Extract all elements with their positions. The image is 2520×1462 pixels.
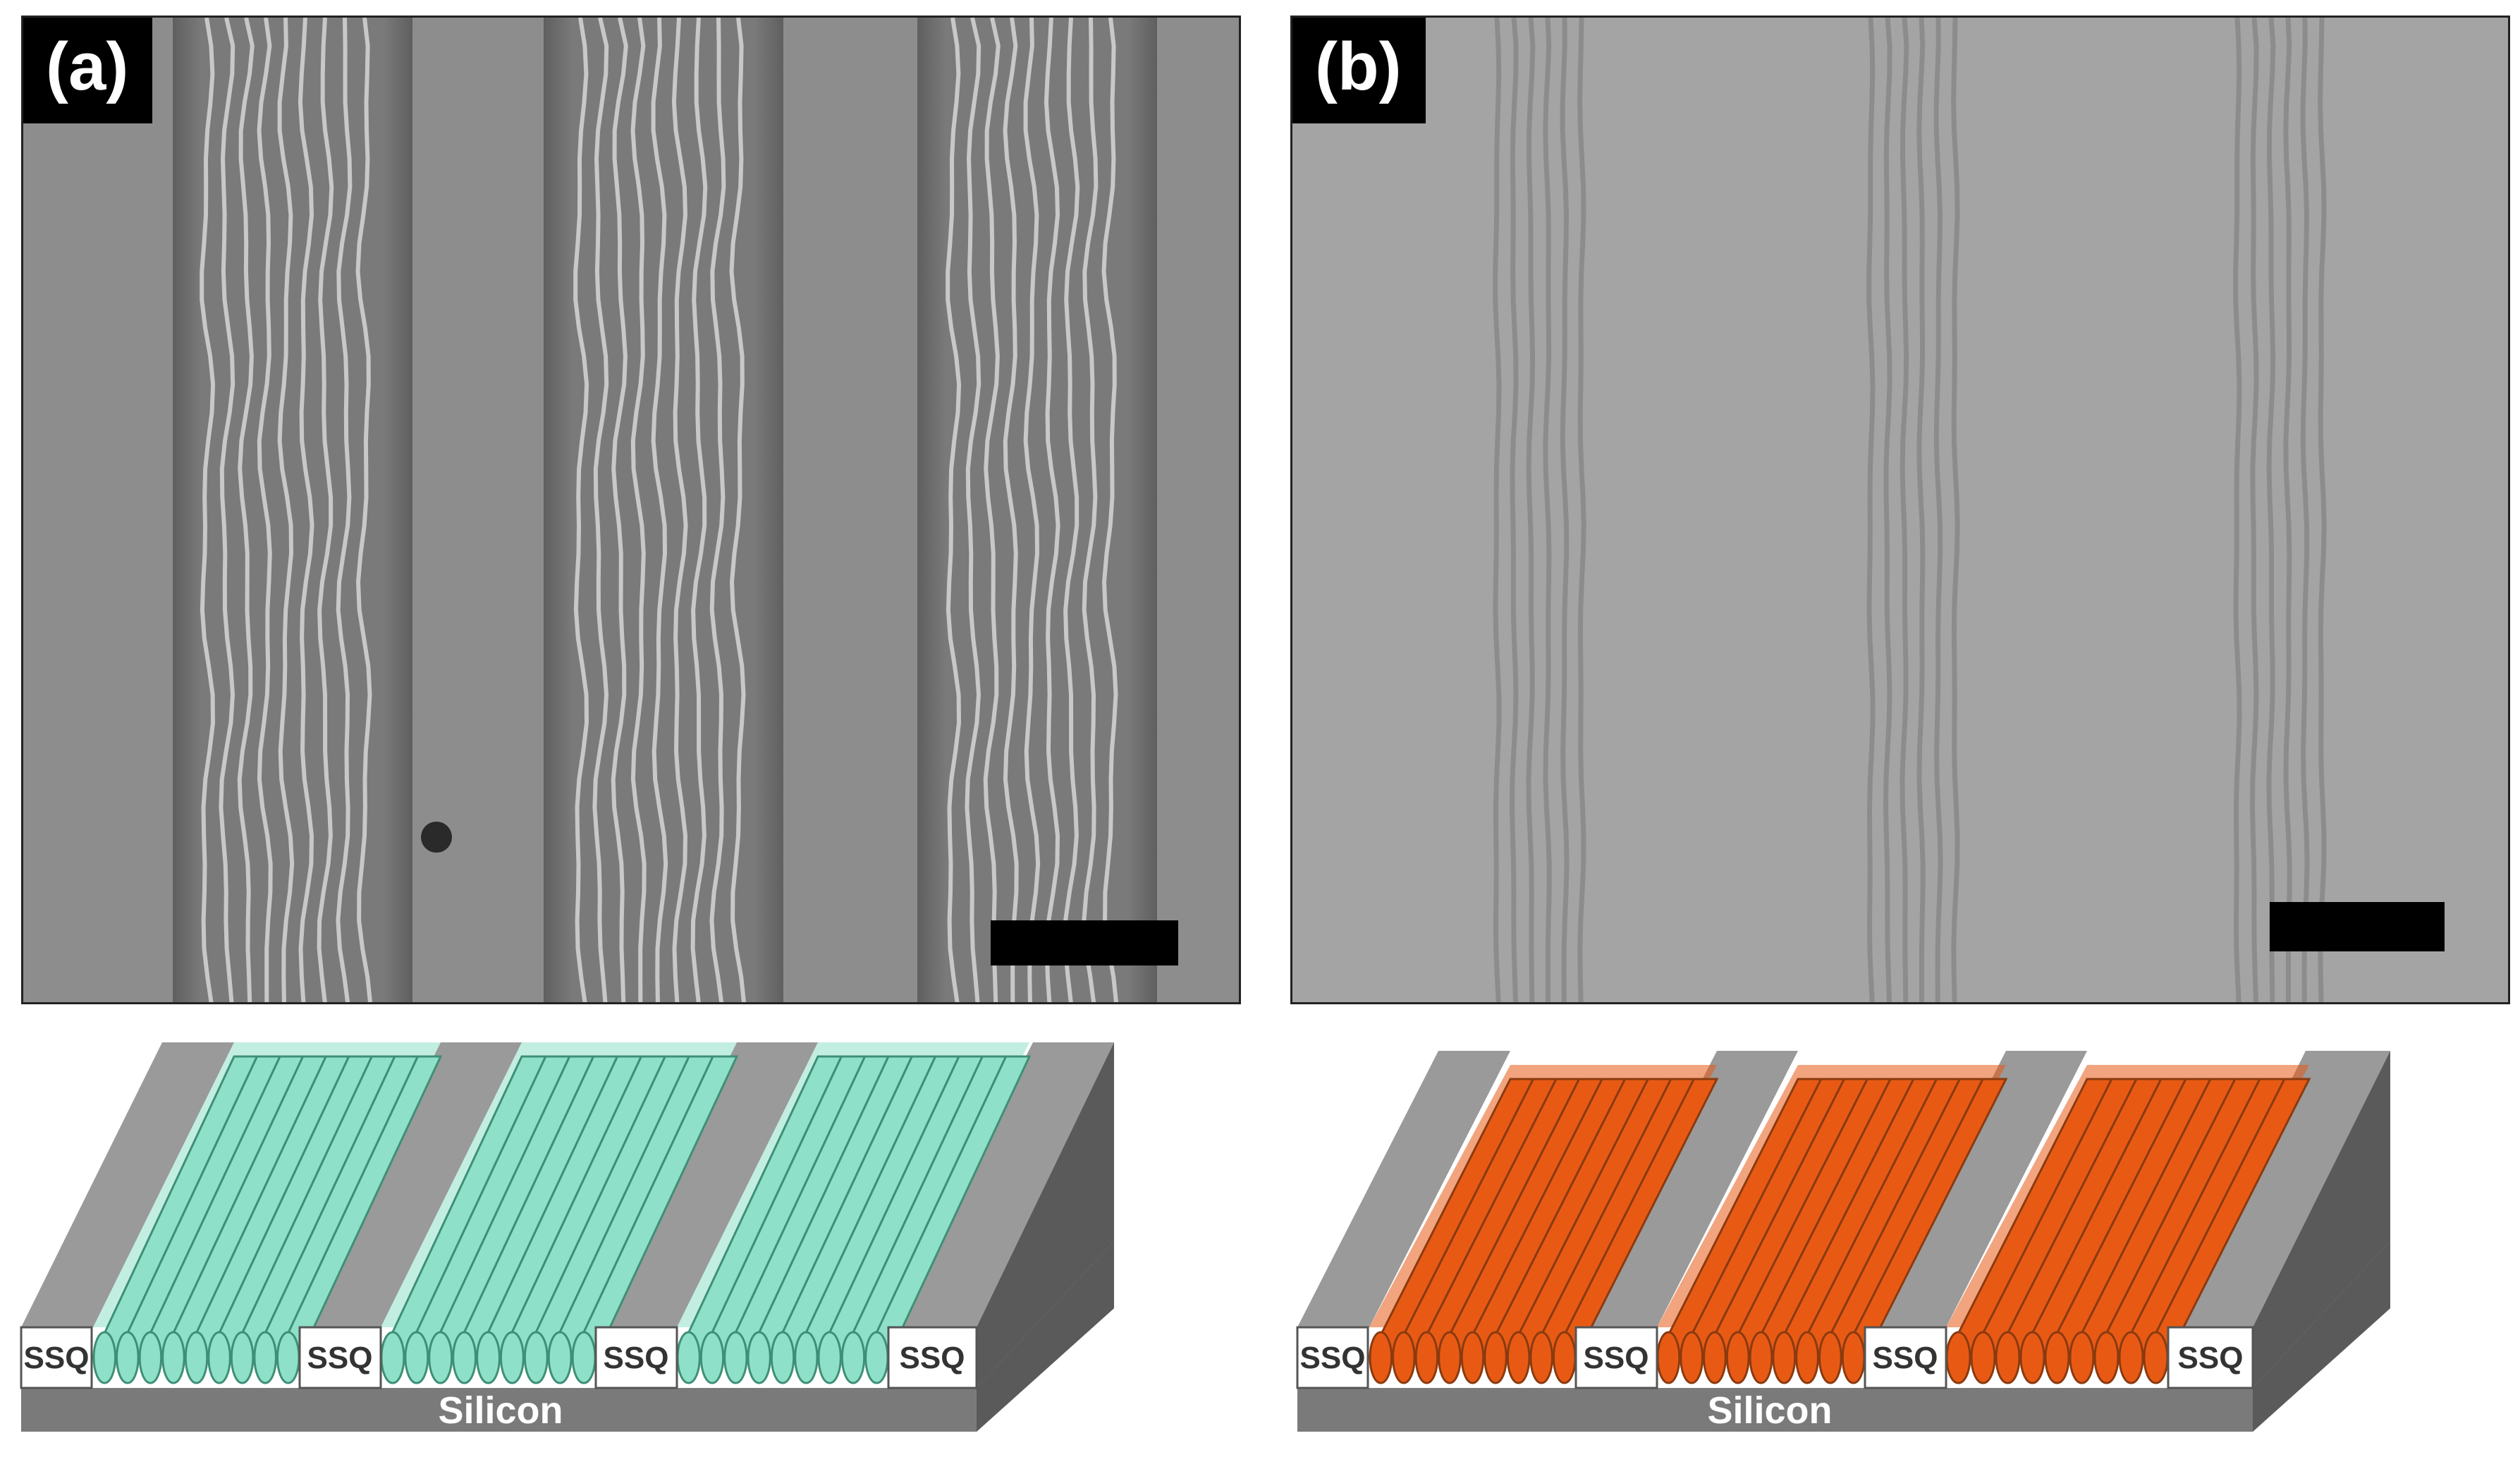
cylinder-end bbox=[699, 1331, 725, 1384]
cylinder-end bbox=[1772, 1331, 1797, 1384]
cylinder-end bbox=[1529, 1331, 1553, 1384]
cylinder-end bbox=[2069, 1331, 2095, 1384]
cylinder-end bbox=[1484, 1331, 1507, 1384]
cylinder-end bbox=[1369, 1331, 1393, 1384]
substrate-b bbox=[1297, 1388, 2253, 1432]
cylinder-end bbox=[1552, 1331, 1577, 1384]
cylinder-end bbox=[207, 1331, 231, 1384]
cylinder-end bbox=[276, 1331, 300, 1384]
cylinder-end bbox=[1795, 1331, 1819, 1384]
cylinder-end bbox=[476, 1331, 501, 1384]
cylinder-end bbox=[864, 1331, 889, 1384]
cylinder-end bbox=[571, 1331, 597, 1384]
cylinder-end bbox=[499, 1331, 525, 1384]
cylinder-end bbox=[1392, 1331, 1416, 1384]
cylinder-end bbox=[547, 1331, 573, 1384]
cylinder-end bbox=[161, 1331, 185, 1384]
ssq-label-b-2: SSQ bbox=[1584, 1341, 1649, 1375]
scale-bar-b bbox=[2270, 902, 2445, 951]
cylinder-end bbox=[1460, 1331, 1485, 1384]
sem-image-a: (a) bbox=[21, 16, 1241, 1004]
cylinder-end bbox=[840, 1331, 866, 1384]
cylinder-end bbox=[92, 1331, 117, 1384]
cylinder-end bbox=[380, 1331, 405, 1384]
ssq-label-b-3: SSQ bbox=[1873, 1341, 1938, 1375]
schematic-a: Silicon SSQ SSQ SSQ SSQ bbox=[20, 1042, 1114, 1432]
sem-texture-b bbox=[1292, 18, 2508, 1002]
ssq-block-a-1 bbox=[20, 1326, 93, 1389]
cylinder-end bbox=[2093, 1331, 2120, 1384]
ssq-block-b-4 bbox=[2167, 1326, 2254, 1389]
cylinder-end bbox=[817, 1331, 842, 1384]
cylinder-end bbox=[452, 1331, 477, 1384]
cylinder-end bbox=[1656, 1331, 1681, 1384]
cylinder-end bbox=[1506, 1331, 1531, 1384]
cylinder-end bbox=[1970, 1331, 1996, 1384]
cylinder-end bbox=[1749, 1331, 1773, 1384]
panel-label-b: (b) bbox=[1292, 18, 1426, 123]
cylinder-end bbox=[253, 1331, 277, 1384]
cylinders-a bbox=[91, 1042, 1032, 1384]
cylinder-end bbox=[1438, 1331, 1462, 1384]
cylinder-end bbox=[794, 1331, 819, 1384]
cylinder-end bbox=[184, 1331, 209, 1384]
substrate-a bbox=[21, 1388, 977, 1432]
cylinder-end bbox=[230, 1331, 255, 1384]
cylinder-end bbox=[138, 1331, 163, 1384]
ssq-label-a-3: SSQ bbox=[604, 1341, 669, 1375]
ssq-block-a-4 bbox=[887, 1326, 978, 1389]
ssq-label-a-2: SSQ bbox=[307, 1341, 373, 1375]
ssq-label-b-4: SSQ bbox=[2178, 1341, 2244, 1375]
ssq-block-a-2 bbox=[298, 1326, 382, 1389]
cylinder-end bbox=[747, 1331, 771, 1384]
substrate-label-a: Silicon bbox=[438, 1389, 563, 1432]
cylinder-end bbox=[2044, 1331, 2070, 1384]
substrate-label-b: Silicon bbox=[1707, 1389, 1832, 1432]
cylinder-end bbox=[770, 1331, 795, 1384]
cylinder-end bbox=[428, 1331, 453, 1384]
scale-bar-a bbox=[991, 920, 1178, 965]
cylinder-end bbox=[676, 1331, 701, 1384]
cylinder-end bbox=[1995, 1331, 2021, 1384]
cylinder-end bbox=[2143, 1331, 2169, 1384]
cylinder-end bbox=[404, 1331, 429, 1384]
cylinder-end bbox=[1680, 1331, 1704, 1384]
cylinder-end bbox=[1414, 1331, 1439, 1384]
sem-texture-a bbox=[23, 18, 1239, 1002]
cylinder-end bbox=[723, 1331, 748, 1384]
ssq-block-a-3 bbox=[594, 1326, 678, 1389]
cylinder-end bbox=[1818, 1331, 1842, 1384]
cylinder-end bbox=[116, 1331, 140, 1384]
cylinder-end bbox=[2019, 1331, 2045, 1384]
ssq-block-b-1 bbox=[1296, 1326, 1369, 1389]
cylinder-end bbox=[1841, 1331, 1866, 1384]
cylinder-end bbox=[1703, 1331, 1727, 1384]
ssq-label-a-4: SSQ bbox=[900, 1341, 965, 1375]
cylinder-end bbox=[523, 1331, 549, 1384]
schematic-b: Silicon SSQ SSQ SSQ SSQ bbox=[1296, 1051, 2390, 1432]
cylinders-b bbox=[1367, 1065, 2311, 1384]
cylinder-end bbox=[2118, 1331, 2144, 1384]
ssq-block-b-3 bbox=[1864, 1326, 1947, 1389]
cylinder-end bbox=[1725, 1331, 1750, 1384]
panel-label-a: (a) bbox=[23, 18, 153, 123]
sem-image-b: (b) bbox=[1290, 16, 2510, 1004]
ssq-label-b-1: SSQ bbox=[1300, 1341, 1366, 1375]
ssq-block-b-2 bbox=[1574, 1326, 1658, 1389]
ssq-label-a-1: SSQ bbox=[24, 1341, 90, 1375]
cylinder-end bbox=[1945, 1331, 1971, 1384]
